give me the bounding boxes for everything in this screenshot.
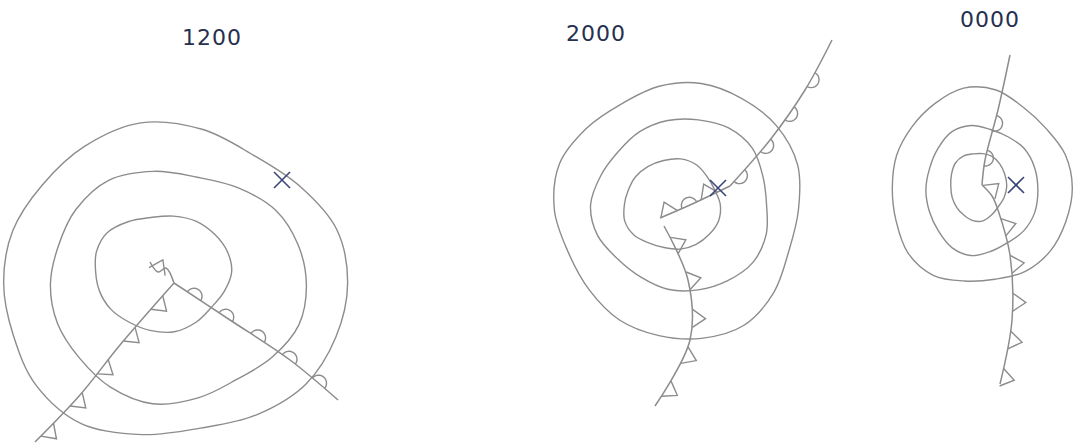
cross-stroke bbox=[274, 172, 290, 188]
warm-front-symbol bbox=[984, 150, 994, 166]
warm-front-symbol bbox=[312, 375, 326, 388]
cold-front bbox=[998, 210, 1013, 384]
cold-front-symbol bbox=[1001, 219, 1016, 236]
isobar bbox=[4, 122, 348, 435]
warm-front-symbol bbox=[187, 288, 202, 300]
warm-front bbox=[730, 40, 832, 186]
location-cross bbox=[1008, 177, 1024, 193]
warm-front-symbol bbox=[681, 197, 696, 208]
time-label: 1200 bbox=[182, 26, 242, 50]
cold-front-symbol bbox=[681, 347, 697, 363]
cold-front-symbol bbox=[686, 272, 701, 290]
cold-front-symbol bbox=[123, 327, 139, 342]
cross-stroke bbox=[1008, 177, 1024, 193]
cold-front bbox=[655, 226, 693, 406]
cold-front-symbol bbox=[1010, 255, 1024, 273]
cold-front-symbol bbox=[983, 184, 999, 199]
cross-stroke bbox=[274, 172, 290, 188]
cold-front-symbol bbox=[670, 237, 686, 253]
cross-stroke bbox=[710, 180, 726, 196]
cold-front-symbol bbox=[151, 296, 167, 311]
warm-front bbox=[982, 55, 1010, 185]
warm-front-symbol bbox=[992, 116, 1002, 132]
warm-front-symbol bbox=[734, 170, 747, 184]
cold-front-symbol bbox=[70, 393, 86, 408]
isobar bbox=[624, 159, 721, 250]
cold-front-symbol bbox=[149, 260, 165, 276]
cold-front-symbol bbox=[1000, 368, 1015, 386]
cross-stroke bbox=[710, 180, 726, 196]
isobar bbox=[95, 216, 232, 332]
warm-front-symbol bbox=[785, 107, 798, 122]
cold-front-symbol bbox=[97, 360, 113, 375]
location-cross bbox=[274, 172, 290, 188]
cold-front-symbol bbox=[661, 202, 678, 217]
cold-front-symbol bbox=[41, 423, 57, 439]
time-label: 2000 bbox=[566, 22, 626, 46]
warm-front-symbol bbox=[251, 330, 266, 342]
location-cross bbox=[710, 180, 726, 196]
isobar bbox=[926, 125, 1038, 255]
time-label: 0000 bbox=[960, 8, 1020, 32]
cold-front-symbol bbox=[692, 309, 705, 327]
cross-stroke bbox=[1008, 177, 1024, 193]
warm-front-symbol bbox=[807, 73, 819, 88]
warm-front-symbol bbox=[219, 309, 234, 321]
isobar bbox=[591, 119, 768, 291]
cold-front-symbol bbox=[1013, 293, 1026, 311]
warm-front-symbol bbox=[283, 351, 297, 364]
cold-front-symbol bbox=[662, 381, 678, 396]
isobar bbox=[50, 171, 306, 404]
isobar bbox=[554, 83, 800, 340]
cold-front-symbol bbox=[1008, 331, 1022, 349]
occluded-front bbox=[660, 186, 730, 218]
warm-front bbox=[174, 283, 338, 400]
warm-front-symbol bbox=[761, 139, 774, 153]
cold-front bbox=[35, 283, 174, 442]
